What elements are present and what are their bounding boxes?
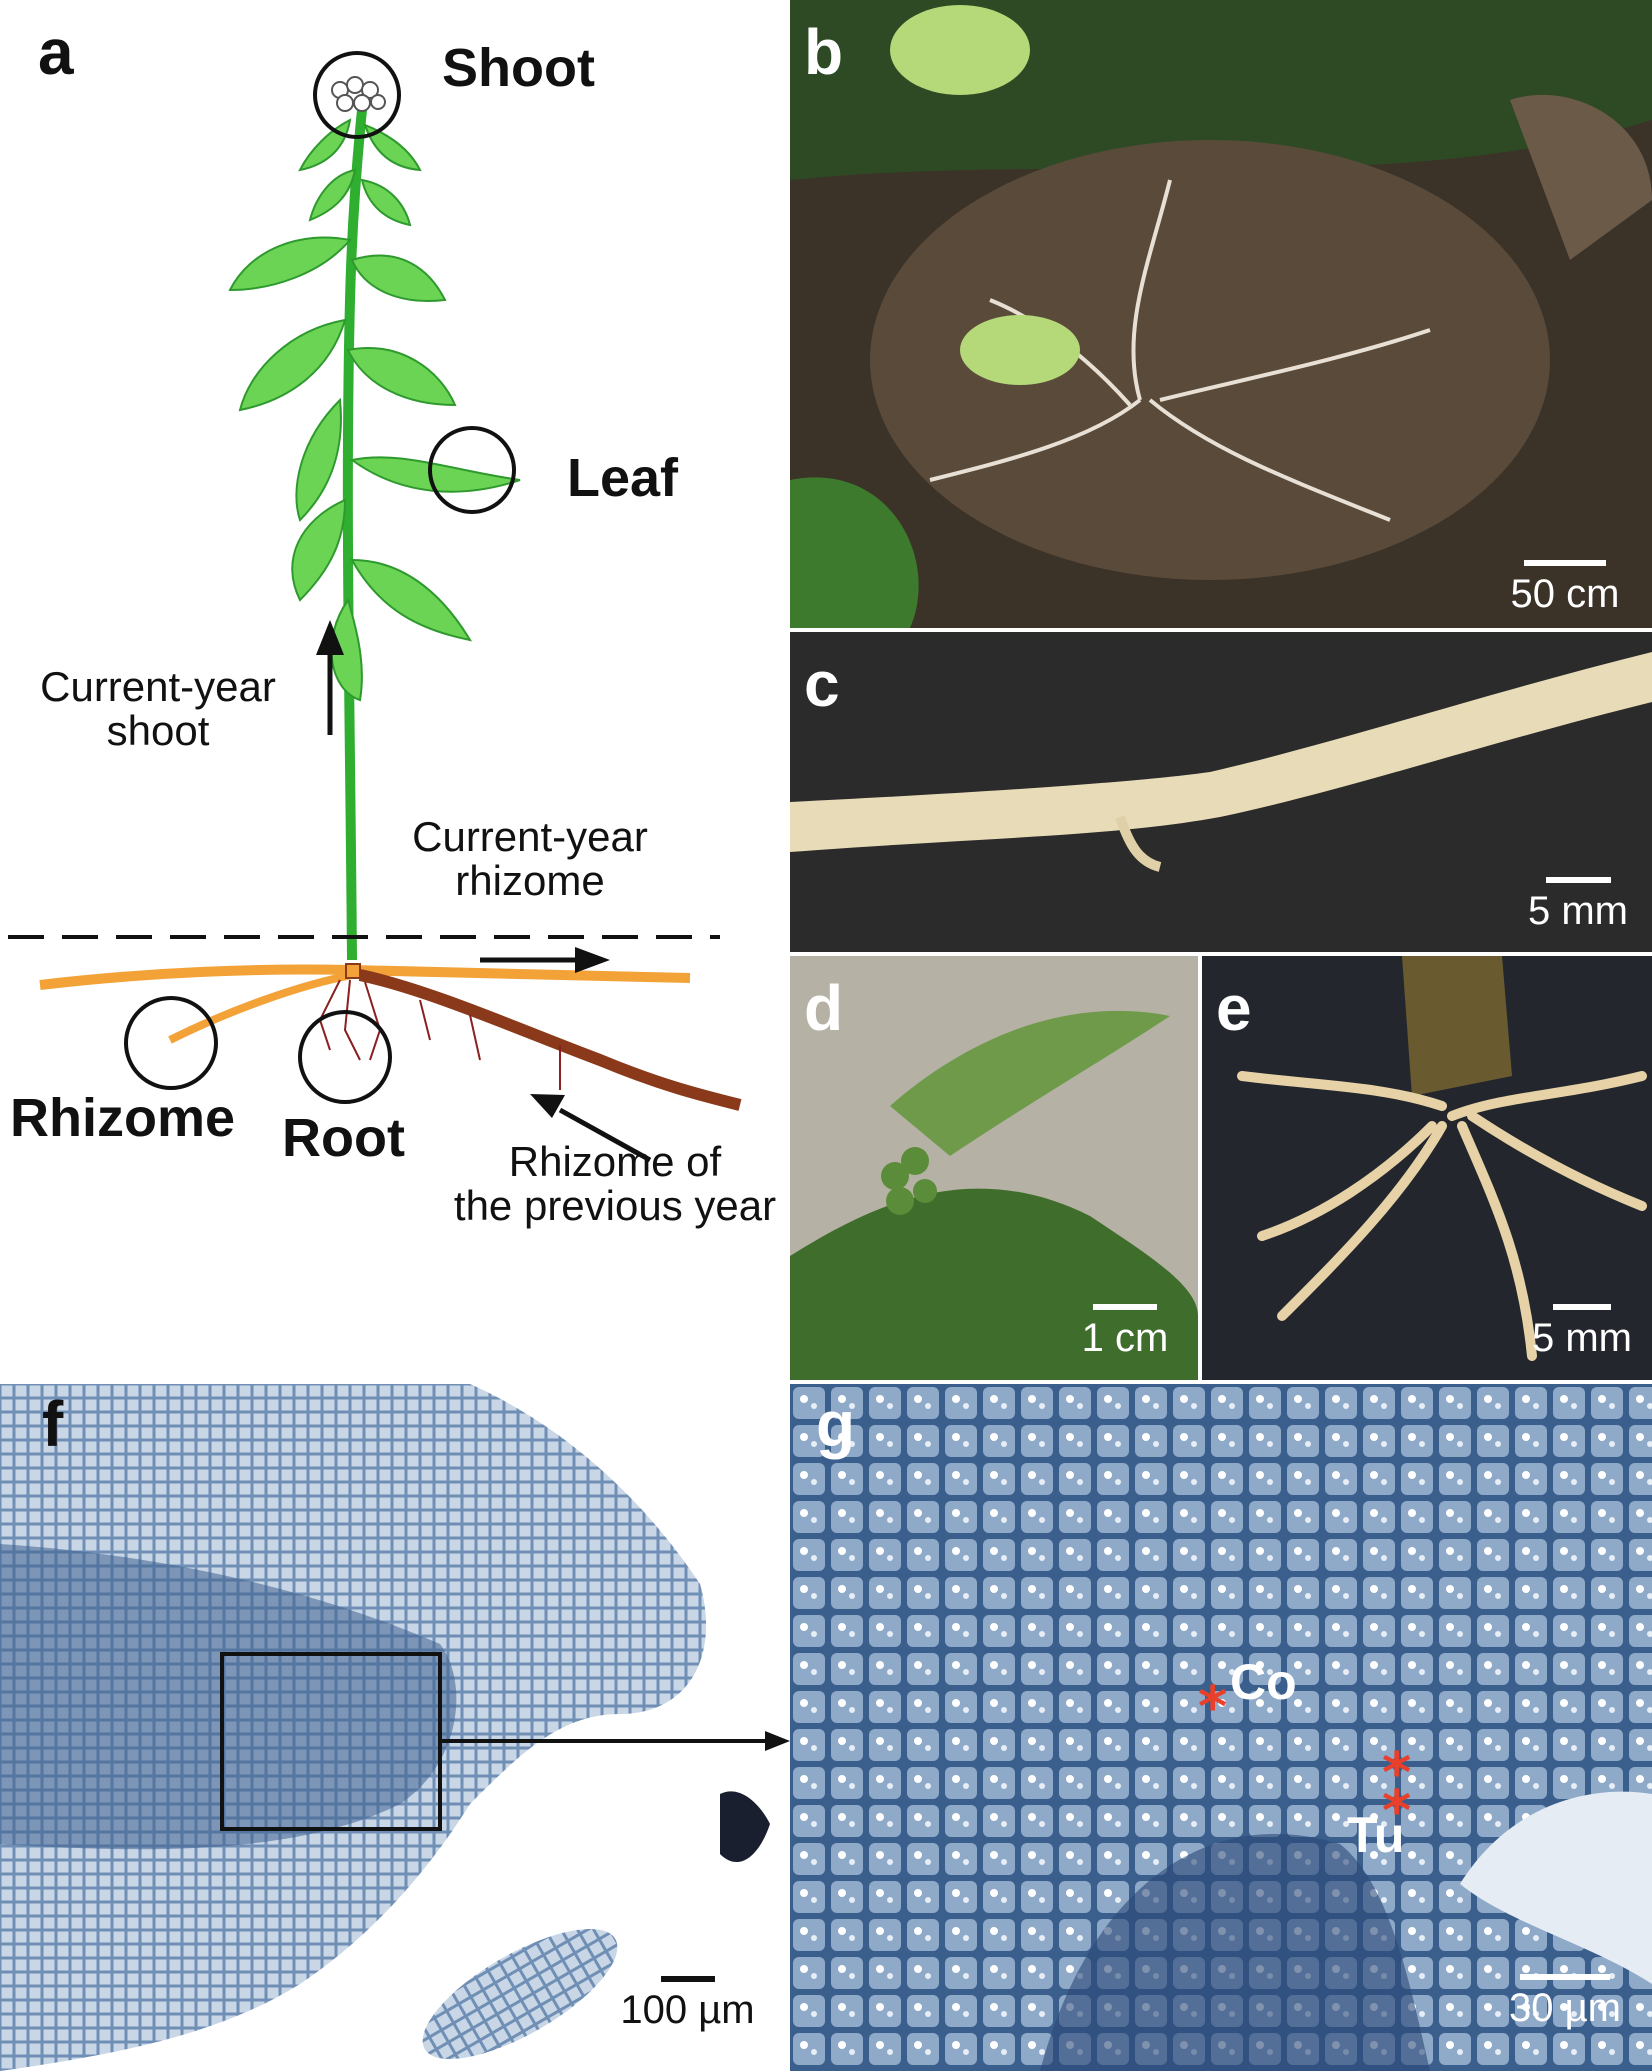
scale-bar-e: 5 mm xyxy=(1522,1304,1642,1358)
photo-b xyxy=(790,0,1652,628)
diag-arrow-icon xyxy=(530,1094,652,1163)
right-arrow-icon xyxy=(480,947,610,973)
panel-c: c 5 mm xyxy=(790,632,1652,952)
panel-label-d: d xyxy=(804,972,844,1044)
panel-label-f: f xyxy=(42,1388,64,1460)
photo-d xyxy=(790,956,1198,1380)
panel-g: g Co Tu * * * 30 µm xyxy=(790,1384,1652,2071)
label-current-year-shoot: Current-year shoot xyxy=(40,663,276,755)
panel-label-a: a xyxy=(38,16,74,88)
panel-e: e 5 mm xyxy=(1202,956,1652,1380)
panel-d: d 1 cm xyxy=(790,956,1198,1380)
leaves xyxy=(228,118,521,702)
scale-bar-f: 100 µm xyxy=(600,1976,775,2030)
asterisk-icon: * xyxy=(1382,1779,1412,1844)
label-current-year-rhizome: Current-year rhizome xyxy=(412,813,648,905)
root-circle-icon xyxy=(298,1010,392,1104)
scale-bar-g: 30 µm xyxy=(1490,1974,1640,2028)
panel-f: f 100 µm xyxy=(0,1384,790,2071)
histology-f xyxy=(0,1384,790,2071)
label-shoot: Shoot xyxy=(442,38,595,98)
scale-bar-d: 1 cm xyxy=(1070,1304,1180,1358)
panel-label-c: c xyxy=(804,648,840,720)
label-leaf: Leaf xyxy=(567,448,679,508)
plant-illustration xyxy=(8,51,742,1163)
label-root: Root xyxy=(282,1108,405,1168)
shoot-circle-icon xyxy=(313,51,401,139)
up-arrow-icon xyxy=(316,620,344,735)
label-co: Co xyxy=(1230,1654,1297,1710)
panel-b: b 50 cm xyxy=(790,0,1652,628)
leaf-circle-icon xyxy=(428,426,516,514)
panel-label-e: e xyxy=(1216,972,1252,1044)
histology-g xyxy=(790,1384,1652,2071)
photo-c xyxy=(790,632,1652,952)
label-rhizome: Rhizome xyxy=(10,1088,236,1148)
rhizome-circle-icon xyxy=(124,996,218,1090)
panel-label-g: g xyxy=(816,1388,856,1460)
label-rhizome-previous-year: Rhizome of the previous year xyxy=(453,1138,777,1230)
panel-label-b: b xyxy=(804,16,844,88)
panel-a: a xyxy=(0,0,790,1380)
scale-bar-b: 50 cm xyxy=(1490,560,1640,614)
scale-bar-c: 5 mm xyxy=(1518,877,1638,931)
asterisk-icon: * xyxy=(1198,1675,1228,1740)
asterisk-icon: * xyxy=(1382,1741,1412,1806)
label-tu: Tu xyxy=(1347,1807,1405,1863)
